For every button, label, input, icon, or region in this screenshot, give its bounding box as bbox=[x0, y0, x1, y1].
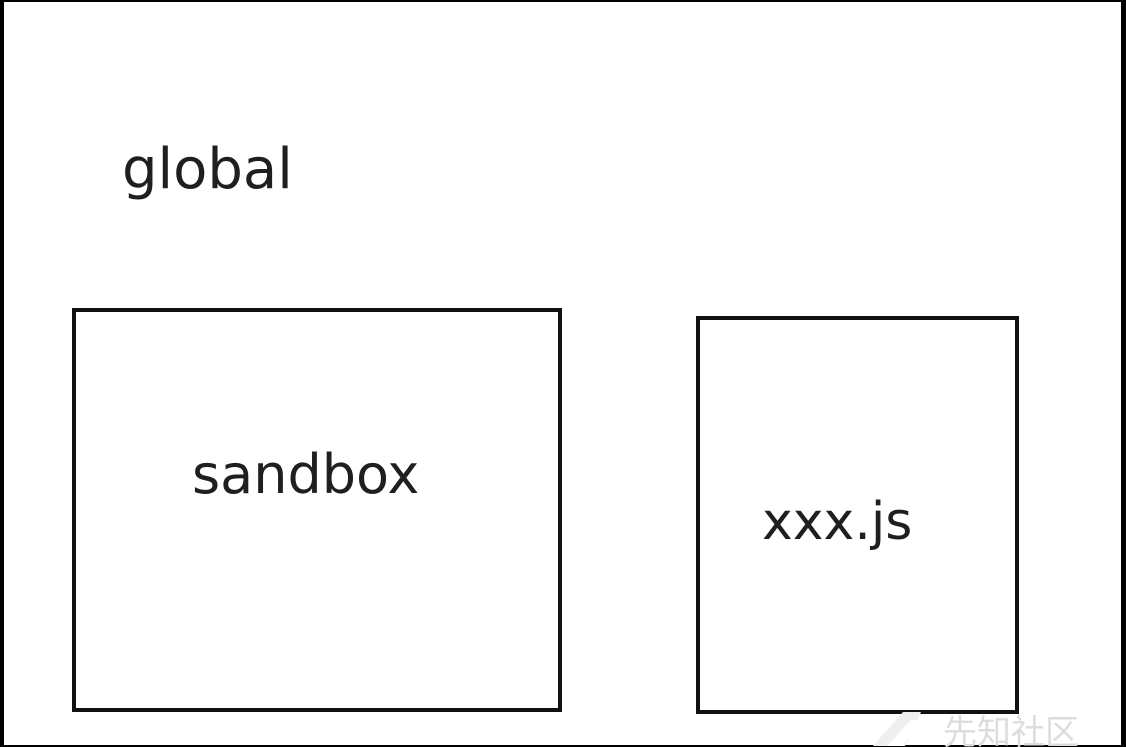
xxx-js-box: xxx.js bbox=[696, 316, 1019, 714]
watermark-logo: 先知社区 bbox=[869, 704, 1126, 747]
global-container: global sandbox xxx.js 先知社区 bbox=[4, 2, 1121, 747]
sandbox-box: sandbox bbox=[72, 308, 562, 712]
watermark-text: 先知社区 bbox=[943, 713, 1079, 747]
sandbox-label: sandbox bbox=[192, 443, 420, 506]
xxx-js-label: xxx.js bbox=[762, 492, 913, 552]
global-label: global bbox=[122, 137, 293, 202]
